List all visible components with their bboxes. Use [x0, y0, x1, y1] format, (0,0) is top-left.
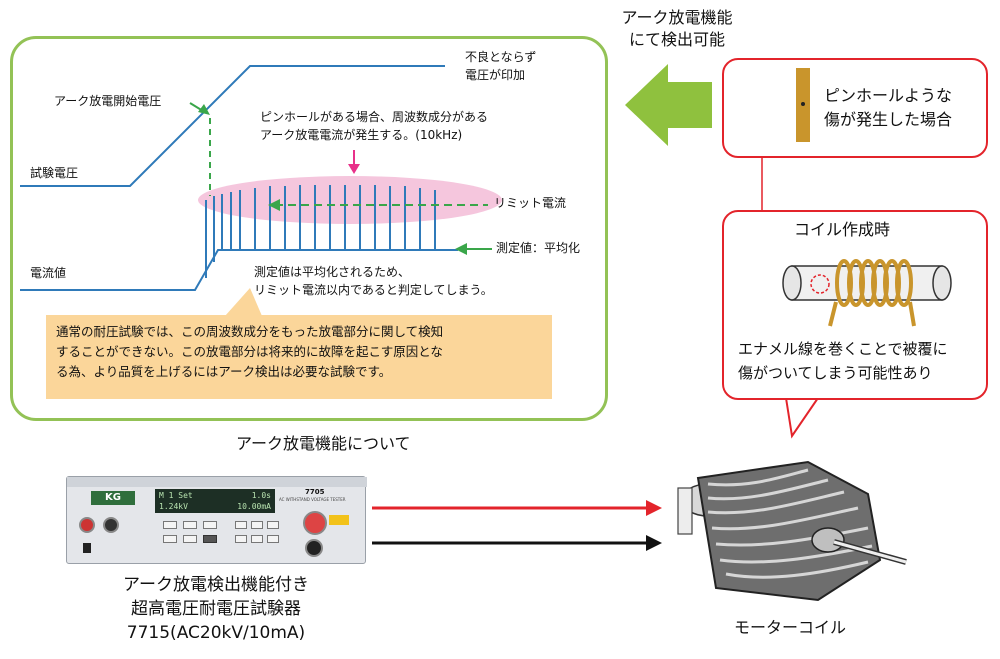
- no-defect-label-2: 電圧が印加: [465, 68, 526, 82]
- key-1[interactable]: [163, 521, 177, 529]
- tester-device: KG M 1 Set 1.0s 1.24kV 10.00mA 7705 AC W…: [66, 476, 367, 564]
- coil-box: コイル作成時 エナメル線を巻くことで被覆に 傷がついてしまう可能性あり: [722, 210, 988, 400]
- pinhole-text-1: ピンホールような: [824, 86, 953, 105]
- arc-current-highlight: [198, 176, 502, 224]
- key-9[interactable]: [267, 521, 279, 529]
- lcd-current: 10.00mA: [237, 502, 271, 511]
- arc-start-voltage-label: アーク放電開始電圧: [54, 94, 162, 108]
- note-line-2: することができない。この放電部分は将来的に故障を起こす原因とな: [56, 344, 443, 359]
- averaged-label-2: リミット電流以内であると判定してしまう。: [254, 283, 493, 297]
- test-voltage-label: 試験電圧: [30, 166, 79, 180]
- key-10[interactable]: [235, 535, 247, 543]
- averaged-label-1: 測定値は平均化されるため、: [254, 265, 411, 279]
- pinhole-text-2: 傷が発生した場合: [824, 110, 953, 129]
- arc-start-arrowhead-icon: [198, 104, 210, 115]
- pinhole-label-1: ピンホールがある場合、周波数成分がある: [260, 110, 489, 124]
- lcd-display: M 1 Set 1.0s 1.24kV 10.00mA: [155, 489, 275, 513]
- brand-logo: KG: [91, 491, 135, 505]
- pinhole-box: ピンホールような 傷が発生した場合: [722, 58, 988, 158]
- limit-arrowhead-icon: [268, 199, 280, 211]
- key-7[interactable]: [235, 521, 247, 529]
- lcd-row-1: M 1 Set 1.0s: [159, 490, 271, 501]
- coil-illustration: [782, 259, 952, 327]
- big-left-arrow-icon: [625, 64, 712, 146]
- detect-label-2: にて検出可能: [628, 30, 725, 49]
- key-12[interactable]: [267, 535, 279, 543]
- motor-coil-illustration: [677, 460, 907, 602]
- black-wire-arrowhead-icon: [646, 535, 662, 551]
- note-line-1: 通常の耐圧試験では、この周波数成分をもった放電部分に関して検知: [56, 324, 444, 339]
- coil-box-title: コイル作成時: [794, 220, 891, 239]
- key-6[interactable]: [203, 535, 217, 543]
- coil-text-2: 傷がついてしまう可能性あり: [738, 364, 933, 382]
- lcd-row-2: 1.24kV 10.00mA: [159, 501, 271, 512]
- model-badge: 7705: [305, 488, 325, 496]
- measured-arrowhead-icon: [455, 243, 467, 255]
- detect-label-1: アーク放電機能: [621, 8, 733, 27]
- motor-caption: モーターコイル: [733, 618, 846, 637]
- coil-text-1: エナメル線を巻くことで被覆に: [738, 340, 948, 358]
- tester-caption-2: 超高電圧耐電圧試験器: [131, 599, 301, 619]
- arc-panel-caption: アーク放電機能について: [236, 434, 411, 453]
- lcd-mode: M 1 Set: [159, 491, 193, 500]
- key-5[interactable]: [183, 535, 197, 543]
- measured-value-label: 測定値：平均化: [496, 241, 581, 255]
- note-callout-tail: [225, 288, 262, 316]
- no-defect-label-1: 不良とならず: [465, 50, 537, 64]
- key-3[interactable]: [203, 521, 217, 529]
- tester-caption-3: 7715(AC20kV/10mA): [126, 623, 306, 643]
- return-terminal[interactable]: [305, 539, 323, 557]
- start-button[interactable]: [103, 517, 119, 533]
- note-box: 通常の耐圧試験では、この周波数成分をもった放電部分に関して検知 することができな…: [46, 315, 552, 399]
- lcd-time: 1.0s: [251, 491, 271, 500]
- caution-label-icon: [329, 515, 349, 525]
- pinhole-dot-icon: [801, 102, 805, 106]
- hv-output-terminal[interactable]: [303, 511, 327, 535]
- lcd-voltage: 1.24kV: [159, 502, 188, 511]
- limit-current-label: リミット電流: [494, 196, 567, 210]
- arc-current-spikes: [205, 185, 436, 278]
- power-switch[interactable]: [83, 543, 91, 553]
- key-4[interactable]: [163, 535, 177, 543]
- note-line-3: る為、より品質を上げるにはアーク検出は必要な試験です。: [56, 364, 392, 379]
- key-8[interactable]: [251, 521, 263, 529]
- pinhole-label-2: アーク放電電流が発生する。(10kHz): [260, 128, 463, 142]
- key-2[interactable]: [183, 521, 197, 529]
- tester-caption-1: アーク放電検出機能付き: [123, 575, 309, 595]
- panel-subtitle: AC WITHSTAND VOLTAGE TESTER: [279, 497, 346, 502]
- stop-button[interactable]: [79, 517, 95, 533]
- coil-box-tail: [784, 397, 820, 439]
- test-voltage-line: [20, 65, 445, 187]
- red-wire-arrowhead-icon: [646, 500, 662, 516]
- key-11[interactable]: [251, 535, 263, 543]
- pinhole-arrowhead-icon: [348, 164, 360, 174]
- current-value-label: 電流値: [30, 266, 67, 280]
- tester-top-strip: [67, 477, 367, 487]
